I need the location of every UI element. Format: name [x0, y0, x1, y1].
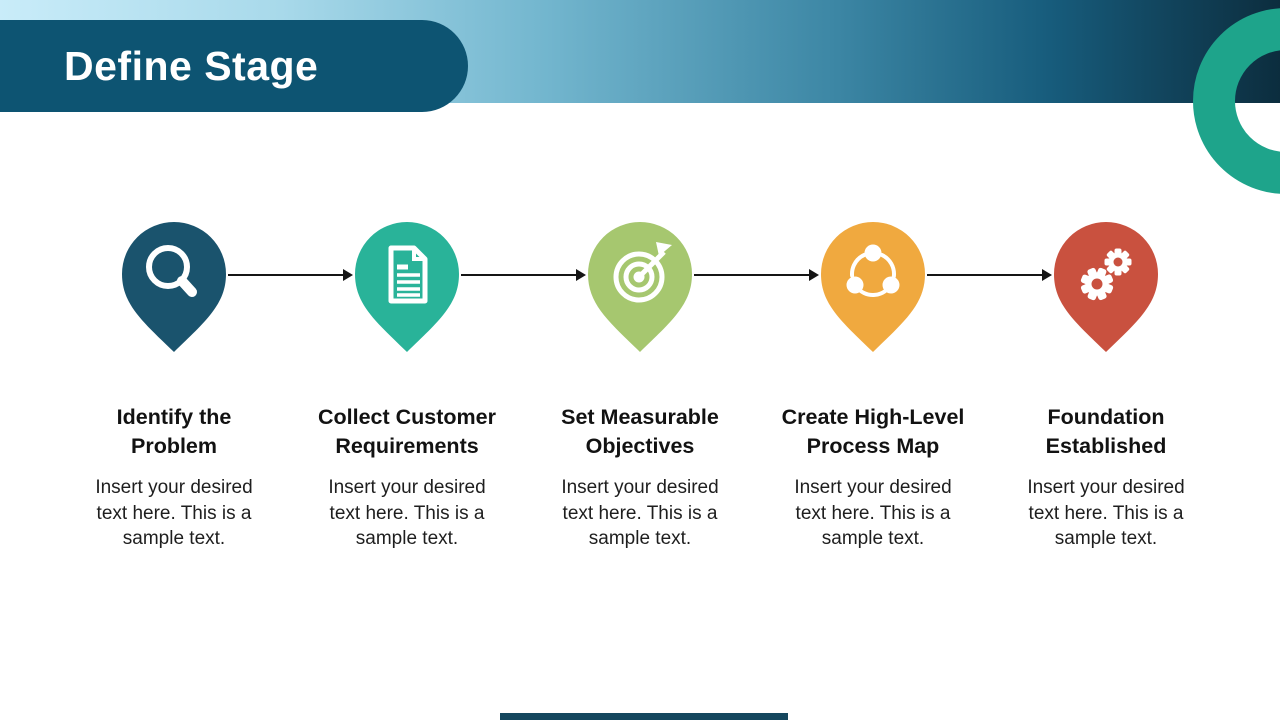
step-text-4: Create High-Level Process Map Insert you…: [768, 403, 978, 552]
gears-icon: [1080, 248, 1132, 301]
step-body: Insert your desired text here. This is a…: [95, 477, 253, 549]
pin-step-3: [588, 222, 692, 352]
step-text-2: Collect Customer Requirements Insert you…: [302, 403, 512, 552]
arrow-right-icon: [694, 269, 819, 281]
share-icon: [846, 244, 900, 297]
ring-accent-icon: [1193, 8, 1280, 194]
step-body: Insert your desired text here. This is a…: [1027, 477, 1185, 549]
step-body: Insert your desired text here. This is a…: [328, 477, 486, 549]
step-heading: Identify the Problem: [116, 405, 232, 458]
ring-circle: [1193, 8, 1280, 194]
pin-step-2: [355, 222, 459, 352]
pin-step-5: [1054, 222, 1158, 352]
step-text-5: Foundation Established Insert your desir…: [1001, 403, 1211, 552]
arrow-right-icon: [927, 269, 1052, 281]
step-text-3: Set Measurable Objectives Insert your de…: [535, 403, 745, 552]
step-heading: Collect Customer Requirements: [317, 405, 496, 458]
step-body: Insert your desired text here. This is a…: [794, 477, 952, 549]
footer-accent-bar: [500, 713, 788, 720]
arrow-right-icon: [461, 269, 586, 281]
step-body: Insert your desired text here. This is a…: [561, 477, 719, 549]
pin-step-4: [821, 222, 925, 352]
title-banner: [0, 20, 468, 112]
magnifier-icon: [146, 245, 197, 297]
target-icon: [613, 242, 672, 303]
arrow-right-icon: [228, 269, 353, 281]
pin-step-1: [122, 222, 226, 352]
document-icon: [388, 245, 428, 304]
page-title: Define Stage: [64, 42, 319, 89]
step-heading: Foundation Established: [1045, 405, 1167, 458]
step-heading: Create High-Level Process Map: [781, 405, 965, 458]
step-heading: Set Measurable Objectives: [561, 405, 719, 458]
step-text-1: Identify the Problem Insert your desired…: [69, 403, 279, 552]
